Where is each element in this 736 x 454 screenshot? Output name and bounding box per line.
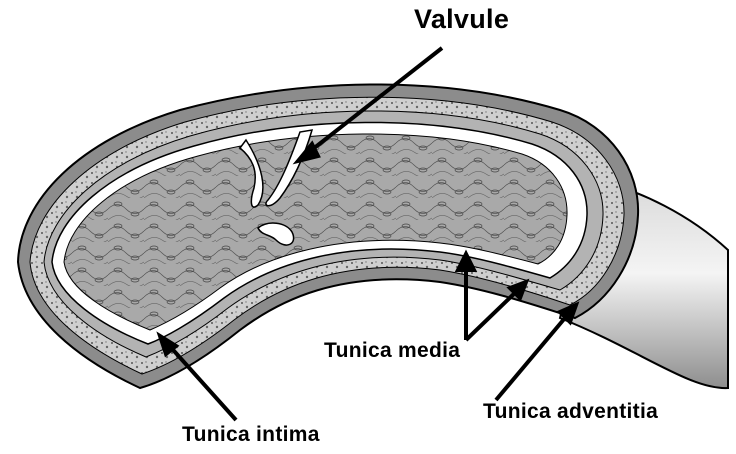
label-valvule: Valvule xyxy=(414,4,509,35)
label-tunica-media: Tunica media xyxy=(324,339,460,363)
label-tunica-intima: Tunica intima xyxy=(182,423,320,447)
arrow-adventitia xyxy=(496,312,570,400)
label-tunica-adventitia: Tunica adventitia xyxy=(483,400,658,424)
arrow-media-2 xyxy=(466,288,520,340)
